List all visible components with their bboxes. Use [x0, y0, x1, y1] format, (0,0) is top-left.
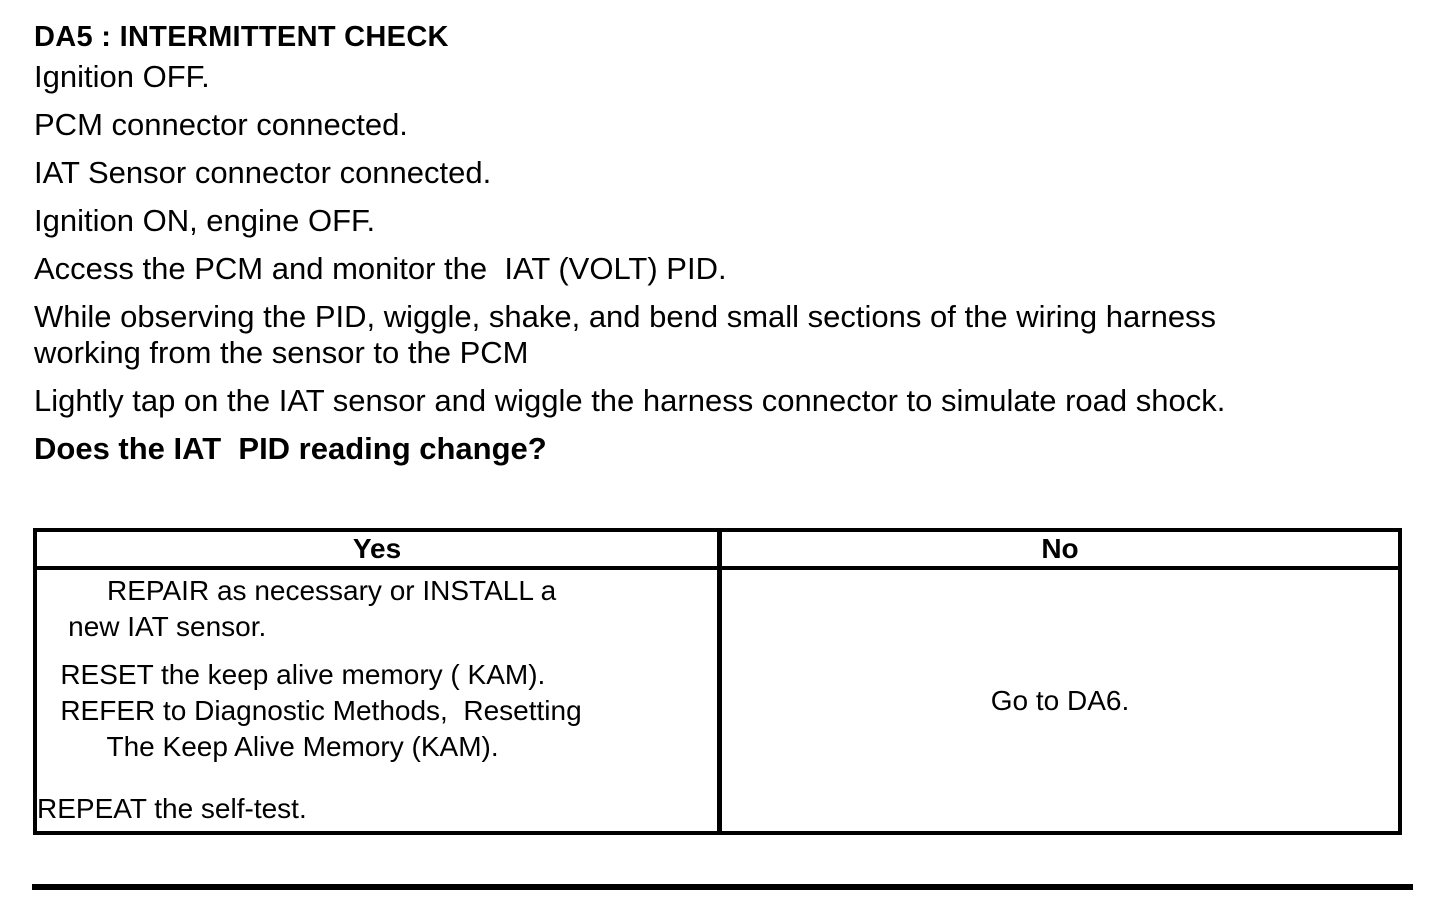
- page-title: DA5 : INTERMITTENT CHECK: [34, 21, 449, 53]
- no-action-text: Go to DA6.: [990, 684, 1130, 716]
- yes-action-line: REPEAT the self-test.: [37, 793, 307, 824]
- yes-action-cell: REPAIR as necessary or INSTALL a new IAT…: [37, 570, 722, 831]
- table-header-no: No: [722, 532, 1398, 570]
- procedure-steps: Ignition OFF. PCM connector connected. I…: [34, 59, 1374, 479]
- step-line: IAT Sensor connector connected.: [34, 155, 492, 190]
- step-line: Access the PCM and monitor the IAT (VOLT…: [34, 251, 727, 286]
- yes-action-line: REFER to Diagnostic Methods, Resetting: [37, 695, 582, 726]
- step-line: PCM connector connected.: [34, 107, 408, 142]
- test-question: Does the IAT PID reading change?: [34, 431, 547, 466]
- horizontal-divider: [32, 884, 1413, 890]
- table-header-yes-label: Yes: [352, 533, 402, 564]
- step-line: Lightly tap on the IAT sensor and wiggle…: [34, 383, 1226, 418]
- step-line: Ignition ON, engine OFF.: [34, 203, 376, 238]
- yes-action-line: The Keep Alive Memory (KAM).: [37, 731, 499, 762]
- no-action-cell: Go to DA6.: [722, 570, 1398, 831]
- table-header-yes: Yes: [37, 532, 722, 570]
- step-line: Ignition OFF.: [34, 59, 210, 94]
- yes-no-result-table: Yes No REPAIR as necessary or INSTALL a …: [33, 528, 1402, 835]
- yes-action-line: REPAIR as necessary or INSTALL a: [37, 575, 557, 606]
- yes-action-line: RESET the keep alive memory ( KAM).: [37, 659, 546, 690]
- table-header-no-label: No: [1041, 533, 1079, 564]
- yes-action-line: new IAT sensor.: [37, 611, 267, 642]
- step-line: While observing the PID, wiggle, shake, …: [34, 299, 1217, 370]
